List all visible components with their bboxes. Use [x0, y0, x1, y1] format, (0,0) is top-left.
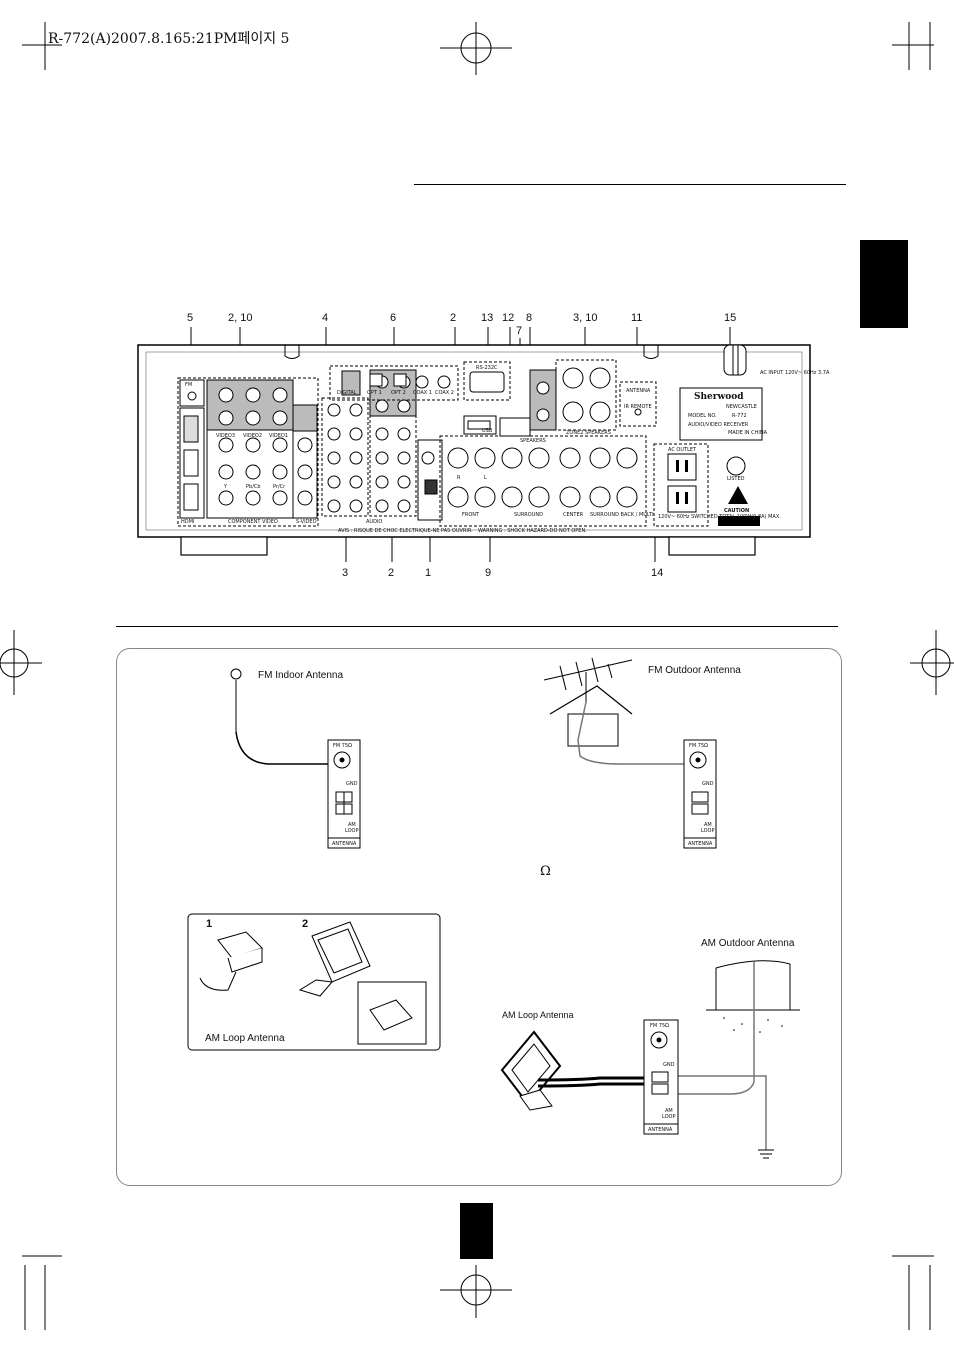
- fm-label: FM: [185, 382, 193, 388]
- callout-3-10: 3, 10: [573, 312, 598, 324]
- callout-8: 8: [526, 312, 533, 324]
- left-antenna-label: ANTENNA: [332, 841, 357, 847]
- file-stamp: R-772(A)2007.8.165:21PM페이지 5: [48, 31, 290, 47]
- component-video-label: COMPONENT VIDEO: [228, 519, 278, 525]
- right-am-label: AM: [704, 822, 712, 828]
- coax1-label: COAX 1: [413, 390, 432, 396]
- callout-12: 12: [502, 312, 515, 324]
- surround-label: SURROUND: [514, 512, 543, 518]
- side-tab: [860, 240, 908, 328]
- outlet-rating-label: 120V~ 60Hz SWITCHED TOTAL 100W(0.8A) MAX…: [658, 514, 781, 520]
- video3-label: VIDEO3: [216, 433, 236, 439]
- omega-symbol: Ω: [540, 864, 551, 879]
- fm-outdoor-label: FM Outdoor Antenna: [648, 665, 741, 676]
- antenna-label: ANTENNA: [626, 388, 651, 394]
- warning-label: WARNING : SHOCK HAZARD-DO NOT OPEN.: [478, 528, 587, 534]
- ir-remote-label: IR REMOTE: [624, 404, 652, 410]
- antenna-diagram-box: [116, 648, 842, 1186]
- am-outdoor-label: AM Outdoor Antenna: [701, 938, 795, 949]
- ac-outlet-label: AC OUTLET: [668, 447, 697, 453]
- callout-4: 4: [322, 312, 329, 324]
- r-label: R: [457, 475, 461, 481]
- caution-label: CAUTION: [724, 508, 750, 514]
- rear-panel-illustration: [137, 327, 811, 562]
- callout-3-bottom: 3: [342, 567, 349, 579]
- rs232c-label: RS-232C: [476, 365, 498, 371]
- right-fm75-label: FM 75Ω: [689, 743, 708, 749]
- right-gnd-label: GND: [702, 781, 714, 787]
- zone2-speakers-label: ZONE2 SPEAKERS: [566, 430, 611, 436]
- callout-9-bottom: 9: [485, 567, 492, 579]
- avis-warning-label: AVIS : RISQUE DE CHOC ELECTRIQUE-NE PAS …: [338, 528, 473, 534]
- opt1-label: OPT 1: [367, 390, 382, 396]
- front-label: FRONT: [462, 512, 480, 518]
- page-number-tab: [460, 1203, 493, 1259]
- listed-label: LISTED: [727, 476, 745, 482]
- callout-15: 15: [724, 312, 737, 324]
- right-loop-label: LOOP: [701, 828, 715, 834]
- callout-5: 5: [187, 312, 194, 324]
- am-loop-label: AM Loop Antenna: [502, 1010, 574, 1020]
- section-rule-top: [414, 184, 846, 185]
- bottom-antenna-label: ANTENNA: [648, 1127, 673, 1133]
- speakers-label: SPEAKERS: [520, 438, 546, 444]
- am-loop-assembly-label: AM Loop Antenna: [205, 1033, 285, 1044]
- l-label: L: [484, 475, 487, 481]
- product-label: AUDIO/VIDEO RECEIVER: [688, 422, 749, 428]
- pr-label: Pr/Cr: [273, 484, 286, 490]
- model-no-label: MODEL NO.: [688, 413, 717, 419]
- step-1-label: 1: [206, 918, 213, 930]
- bottom-gnd-label: GND: [663, 1062, 675, 1068]
- bottom-am-label: AM: [665, 1108, 673, 1114]
- callout-6: 6: [390, 312, 397, 324]
- usb-label: USB: [482, 428, 493, 434]
- callout-2-bottom: 2: [388, 567, 395, 579]
- left-gnd-label: GND: [346, 781, 358, 787]
- center-label: CENTER: [563, 512, 584, 518]
- brand-sub-label: NEWCASTLE: [726, 404, 757, 410]
- bottom-loop-label: LOOP: [662, 1114, 676, 1120]
- surround-back-label: SURROUND BACK / MULTI: [590, 512, 654, 518]
- made-in-label: MADE IN CHINA: [728, 430, 768, 436]
- coax2-label: COAX 2: [435, 390, 454, 396]
- callout-2-10: 2, 10: [228, 312, 253, 324]
- audio-label: AUDIO: [366, 519, 383, 525]
- left-fm75-label: FM 75Ω: [333, 743, 352, 749]
- fm-indoor-label: FM Indoor Antenna: [258, 670, 344, 681]
- video1-label: VIDEO1: [269, 433, 289, 439]
- left-am-label: AM: [348, 822, 356, 828]
- section-rule-mid: [116, 626, 838, 627]
- ac-input-label: AC INPUT 120V~ 60Hz 3.7A: [760, 370, 830, 376]
- hdmi-label: HDMI: [181, 519, 195, 525]
- right-antenna-label: ANTENNA: [688, 841, 713, 847]
- callout-14-bottom: 14: [651, 567, 664, 579]
- callout-1-bottom: 1: [425, 567, 432, 579]
- brand-label: Sherwood: [694, 392, 744, 402]
- callout-2b: 2: [450, 312, 457, 324]
- callout-11: 11: [631, 312, 643, 324]
- s-video-label: S-VIDEO: [296, 519, 317, 525]
- model-label: R-772: [732, 413, 747, 419]
- pb-label: Pb/Cb: [246, 484, 261, 490]
- callout-7: 7: [516, 325, 523, 337]
- video2-label: VIDEO2: [243, 433, 263, 439]
- step-2-label: 2: [302, 918, 309, 930]
- bottom-fm75-label: FM 75Ω: [650, 1023, 669, 1029]
- left-loop-label: LOOP: [345, 828, 359, 834]
- opt2-label: OPT 2: [391, 390, 406, 396]
- digital-label: DIGITAL: [337, 390, 357, 396]
- y-label: Y: [224, 484, 228, 490]
- callout-13: 13: [481, 312, 494, 324]
